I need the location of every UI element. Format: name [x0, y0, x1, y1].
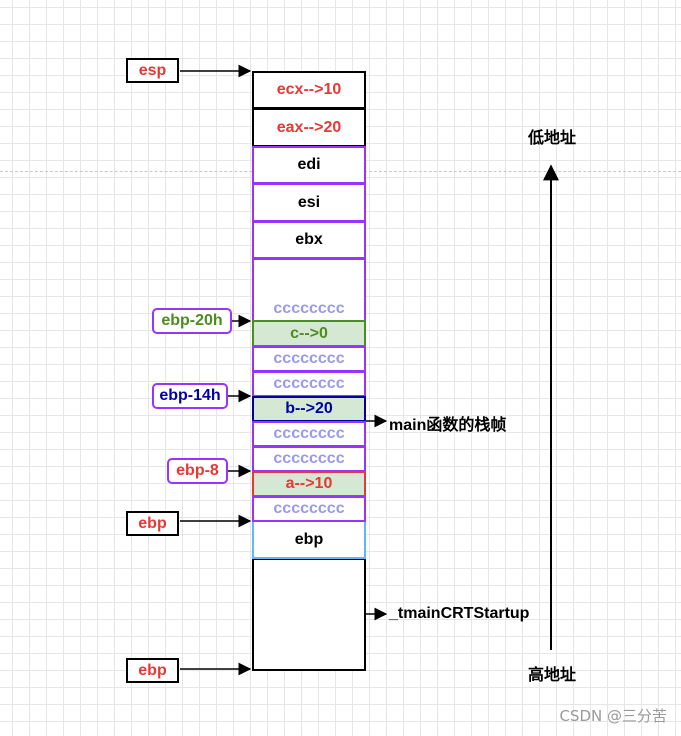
stack-cell-cc: cccccccc	[252, 371, 366, 397]
stack-cell-text: cccccccc	[273, 500, 345, 517]
stack-cell-ebx: ebx	[252, 221, 366, 259]
high-address-label: 高地址	[528, 667, 577, 684]
pointer-label-ebp-20h: ebp-20h	[152, 308, 232, 334]
stack-cell-text: cccccccc	[273, 300, 345, 317]
pointer-label-ebp-8: ebp-8	[167, 458, 228, 484]
pointer-text: ebp-14h	[159, 387, 221, 404]
stack-cell-cc: cccccccc	[252, 346, 366, 372]
pointer-label-ebp-crt: ebp	[126, 658, 179, 683]
stack-cell-a: a-->10	[252, 471, 366, 497]
stack-cell-text: esi	[297, 193, 321, 211]
stack-cell-b: b-->20	[252, 396, 366, 422]
stack-cell-ebp: ebp	[252, 522, 366, 559]
stack-cell-text: ebx	[295, 231, 323, 248]
stack-cell-cc: cccccccc	[252, 258, 366, 321]
pointer-text: esp	[138, 61, 167, 79]
pointer-text: ebp-20h	[161, 312, 223, 329]
main-frame-label: main函数的栈帧	[389, 417, 507, 434]
stack-cell-c: c-->0	[252, 320, 366, 347]
stack-cell-ecx: ecx-->10	[252, 71, 366, 109]
stack-cell-cc: cccccccc	[252, 496, 366, 522]
pointer-text: ebp-8	[176, 462, 219, 479]
low-address-label: 低地址	[528, 130, 577, 147]
stack-cell-text: cccccccc	[273, 350, 345, 367]
stack-cell-esi: esi	[252, 183, 366, 222]
pointer-label-esp: esp	[126, 58, 179, 83]
stack-cell-text: b-->20	[285, 400, 333, 417]
pointer-label-ebp-14h: ebp-14h	[152, 383, 228, 409]
crt-frame-box	[252, 558, 366, 671]
pointer-text: ebp	[138, 514, 167, 532]
stack-cell-text: edi	[297, 156, 321, 173]
pointer-label-ebp: ebp	[126, 511, 179, 536]
stack-cell-edi: edi	[252, 146, 366, 184]
stack-cell-eax: eax-->20	[252, 108, 366, 147]
stack-cell-text: ebp	[294, 530, 324, 548]
crt-frame-label: _tmainCRTStartup	[389, 605, 530, 622]
stack-cell-text: cccccccc	[273, 450, 345, 467]
stack-cell-text: c-->0	[290, 324, 328, 342]
stack-cell-text: ecx-->10	[276, 81, 342, 98]
stack-cell-text: a-->10	[285, 475, 333, 492]
pointer-text: ebp	[138, 661, 167, 679]
stack-cell-cc: cccccccc	[252, 421, 366, 447]
watermark: CSDN @三分苦	[559, 707, 667, 725]
stack-cell-text: cccccccc	[273, 425, 345, 442]
stack-cell-text: cccccccc	[273, 375, 345, 392]
stack-cell-text: eax-->20	[276, 118, 342, 136]
stack-cell-cc: cccccccc	[252, 446, 366, 472]
